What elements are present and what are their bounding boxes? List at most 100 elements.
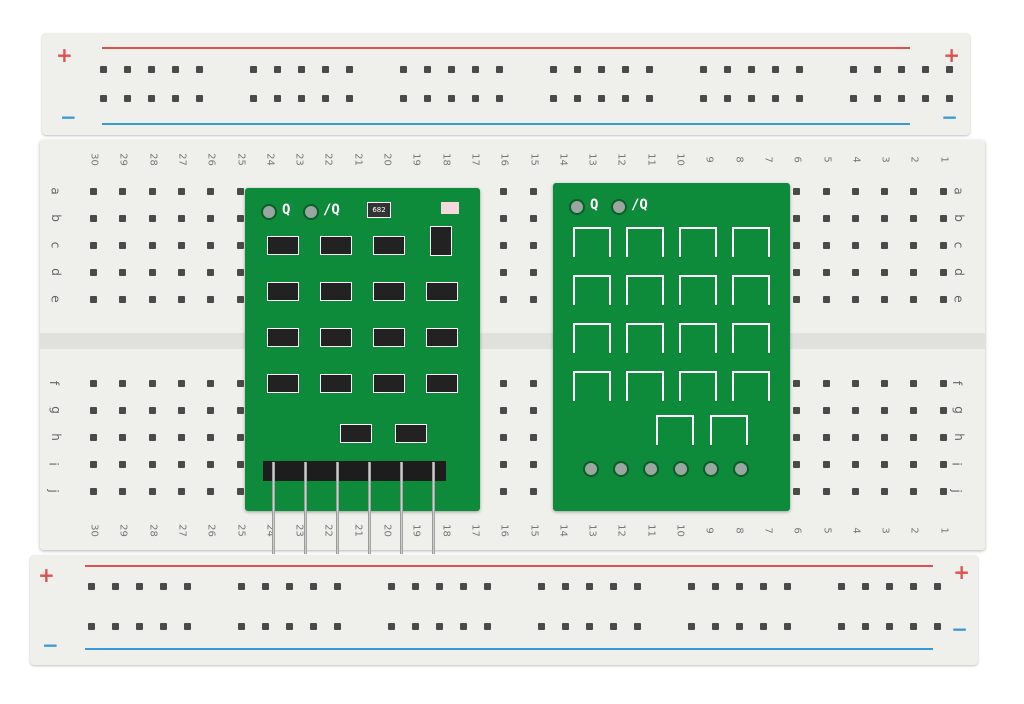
rail-hole: [838, 623, 845, 630]
header-pin: [432, 462, 435, 554]
terminal-hole: [90, 488, 97, 495]
column-number: 29: [117, 524, 129, 537]
rail-hole: [160, 583, 167, 590]
column-number: 25: [235, 524, 246, 537]
resistor-682: 682: [367, 202, 391, 218]
terminal-hole: [207, 380, 215, 387]
rail-hole: [700, 66, 707, 73]
terminal-hole: [236, 407, 244, 414]
terminal-hole: [529, 380, 537, 387]
sot23-transistor: [320, 374, 352, 393]
row-letter: h: [951, 433, 966, 441]
column-number: 21: [352, 153, 364, 166]
rail-hole: [796, 66, 803, 73]
terminal-hole: [177, 380, 185, 387]
rail-hole: [346, 95, 353, 102]
row-letter: g: [48, 406, 63, 414]
terminal-hole: [236, 488, 244, 495]
terminal-hole: [881, 215, 889, 222]
terminal-hole: [500, 242, 508, 249]
rail-hole: [712, 623, 719, 630]
sot23-transistor: [340, 424, 372, 443]
bottom-rail-blue-line: [85, 648, 933, 650]
column-number: 4: [850, 156, 862, 163]
terminal-hole: [148, 461, 156, 468]
column-number: 22: [322, 524, 334, 537]
terminal-hole: [236, 242, 244, 249]
terminal-hole: [119, 269, 127, 276]
terminal-hole: [177, 434, 185, 441]
terminal-hole: [148, 407, 156, 414]
column-number: 2: [908, 156, 920, 163]
rail-hole: [88, 583, 95, 590]
rail-hole: [850, 95, 857, 102]
rail-hole: [838, 583, 845, 590]
rail-hole: [898, 66, 905, 73]
column-number: 8: [733, 156, 745, 163]
rail-hole: [136, 623, 143, 630]
column-number: 9: [703, 527, 715, 534]
sot23-transistor: [267, 374, 299, 393]
column-number: 30: [88, 153, 100, 166]
terminal-hole: [236, 380, 244, 387]
row-letter: j: [46, 489, 61, 493]
terminal-hole: [822, 242, 830, 249]
terminal-hole: [793, 215, 801, 222]
transistor-footprint: [732, 371, 770, 401]
terminal-hole: [148, 242, 156, 249]
terminal-hole: [793, 242, 801, 249]
rail-hole: [610, 623, 617, 630]
terminal-hole: [881, 380, 889, 387]
bottom-rail-plus-right: +: [953, 560, 970, 584]
top-rail-minus-right: −: [941, 105, 958, 129]
rail-hole: [472, 95, 479, 102]
terminal-hole: [822, 488, 830, 495]
rail-hole: [760, 583, 767, 590]
column-number: 13: [586, 524, 598, 537]
column-number: 26: [205, 524, 217, 537]
rail-hole: [412, 583, 419, 590]
terminal-hole: [529, 407, 537, 414]
terminal-hole: [177, 188, 185, 195]
rail-hole: [400, 66, 407, 73]
rail-hole: [286, 583, 293, 590]
transistor-footprint: [710, 415, 748, 445]
terminal-hole: [939, 269, 947, 276]
header-pin: [336, 462, 339, 554]
terminal-hole: [910, 215, 918, 222]
terminal-hole: [207, 407, 215, 414]
rail-hole: [250, 95, 257, 102]
terminal-hole: [236, 296, 244, 303]
column-number: 17: [469, 153, 481, 166]
rail-hole: [922, 95, 929, 102]
top-rail-blue-line: [102, 123, 910, 125]
rail-hole: [496, 95, 503, 102]
rail-hole: [946, 95, 953, 102]
rail-hole: [748, 95, 755, 102]
terminal-hole: [939, 188, 947, 195]
terminal-hole: [529, 461, 537, 468]
column-number: 22: [322, 153, 334, 166]
column-number: 23: [293, 153, 305, 166]
column-number: 4: [850, 527, 862, 534]
rail-hole: [946, 66, 953, 73]
terminal-hole: [822, 269, 830, 276]
terminal-hole: [822, 434, 830, 441]
column-number: 14: [557, 153, 569, 166]
terminal-hole: [910, 407, 918, 414]
column-number: 10: [674, 524, 686, 537]
terminal-hole: [529, 434, 537, 441]
rail-hole: [184, 583, 191, 590]
column-number: 5: [821, 527, 832, 534]
header-pin: [400, 462, 403, 554]
terminal-hole: [90, 242, 97, 249]
terminal-hole: [822, 188, 830, 195]
pcb-left-populated: Q /Q 682: [245, 188, 480, 511]
rail-hole: [538, 623, 545, 630]
transistor-footprint: [732, 227, 770, 257]
rail-hole: [238, 583, 245, 590]
rail-hole: [250, 66, 257, 73]
terminal-hole: [207, 461, 215, 468]
rail-hole: [934, 583, 941, 590]
